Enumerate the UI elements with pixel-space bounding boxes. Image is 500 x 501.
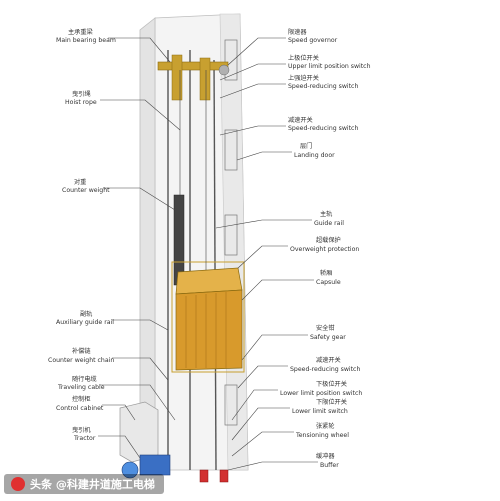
svg-text:Counter weight chain: Counter weight chain bbox=[48, 357, 114, 364]
labels-right: 限速器 Speed governor 上极位开关 Upper limit pos… bbox=[215, 28, 371, 471]
hoist-ropes bbox=[179, 70, 207, 270]
label-tensioning-wheel: 张紧轮 Tensioning wheel bbox=[231, 422, 349, 457]
label-overweight-protection: 超载保护 Overweight protection bbox=[237, 236, 359, 269]
toutiao-logo-icon bbox=[11, 477, 25, 491]
label-buffer: 缓冲器 Buffer bbox=[227, 452, 339, 471]
label-landing-door: 层门 Landing door bbox=[236, 142, 335, 161]
label-safety-gear: 安全钳 Safety gear bbox=[241, 324, 346, 361]
svg-text:Overweight protection: Overweight protection bbox=[290, 246, 359, 253]
svg-text:Control cabinet: Control cabinet bbox=[56, 405, 104, 412]
svg-text:减速开关: 减速开关 bbox=[316, 356, 341, 364]
label-auxiliary-guide-rail: 副轨 Auxiliary guide rail bbox=[56, 310, 169, 331]
label-counter-weight-chain: 补偿链 Counter weight chain bbox=[48, 347, 169, 381]
svg-text:上强迫开关: 上强迫开关 bbox=[288, 74, 319, 82]
control-cabinet bbox=[119, 401, 159, 463]
svg-text:Safety gear: Safety gear bbox=[310, 334, 346, 341]
svg-text:Auxiliary guide rail: Auxiliary guide rail bbox=[56, 319, 114, 326]
svg-text:限速器: 限速器 bbox=[288, 28, 307, 36]
svg-text:缓冲器: 缓冲器 bbox=[316, 452, 335, 460]
svg-text:张紧轮: 张紧轮 bbox=[316, 422, 335, 430]
label-counter-weight: 对重 Counter weight bbox=[62, 178, 176, 211]
svg-text:Speed governor: Speed governor bbox=[288, 37, 338, 44]
elevator-car bbox=[171, 261, 245, 373]
watermark: 头条 @科建井道施工电梯 bbox=[4, 474, 164, 494]
svg-text:安全钳: 安全钳 bbox=[316, 324, 335, 332]
elevator-shaft bbox=[139, 13, 249, 471]
svg-text:Lower limit switch: Lower limit switch bbox=[292, 408, 348, 415]
svg-text:曳引绳: 曳引绳 bbox=[72, 90, 91, 98]
svg-text:Capsule: Capsule bbox=[316, 279, 341, 286]
label-upper-limit-position-switch: 上极位开关 Upper limit position switch bbox=[219, 54, 371, 81]
label-main-bearing-beam: 主承重梁 Main bearing beam bbox=[56, 28, 171, 63]
label-lower-limit-switch: 下限位开关 Lower limit switch bbox=[231, 398, 348, 441]
svg-text:对重: 对重 bbox=[74, 178, 86, 186]
svg-text:Tractor: Tractor bbox=[73, 435, 96, 442]
landing-doors bbox=[224, 39, 238, 426]
svg-text:主轨: 主轨 bbox=[320, 210, 332, 218]
main-bearing-beam bbox=[157, 54, 230, 101]
label-speed-reducing-switch-2: 减速开关 Speed-reducing switch bbox=[219, 116, 358, 136]
svg-text:层门: 层门 bbox=[300, 142, 312, 150]
label-speed-reducing-switch-1: 上强迫开关 Speed-reducing switch bbox=[219, 74, 358, 99]
label-capsule: 轿厢 Capsule bbox=[241, 269, 341, 301]
svg-text:Guide rail: Guide rail bbox=[314, 220, 344, 227]
svg-text:超载保护: 超载保护 bbox=[316, 236, 341, 244]
labels-left: 主承重梁 Main bearing beam 曳引绳 Hoist rope 对重… bbox=[48, 28, 181, 459]
svg-text:下极位开关: 下极位开关 bbox=[316, 380, 347, 388]
svg-text:Landing door: Landing door bbox=[294, 152, 335, 159]
label-speed-governor: 限速器 Speed governor bbox=[227, 28, 338, 66]
svg-text:Speed-reducing switch: Speed-reducing switch bbox=[288, 125, 358, 132]
label-control-cabinet: 控制柜 Control cabinet bbox=[56, 395, 136, 421]
svg-text:Main bearing beam: Main bearing beam bbox=[56, 37, 116, 44]
svg-text:随行电缆: 随行电缆 bbox=[72, 375, 97, 383]
svg-text:Upper limit position switch: Upper limit position switch bbox=[288, 63, 371, 70]
svg-text:补偿链: 补偿链 bbox=[72, 347, 91, 355]
svg-text:头条 @科建井道施工电梯: 头条 @科建井道施工电梯 bbox=[30, 477, 155, 491]
label-guide-rail: 主轨 Guide rail bbox=[215, 210, 344, 229]
label-speed-reducing-switch-3: 减速开关 Speed-reducing switch bbox=[237, 356, 360, 389]
svg-text:Traveling cable: Traveling cable bbox=[57, 384, 105, 391]
svg-text:上极位开关: 上极位开关 bbox=[288, 54, 319, 62]
svg-text:控制柜: 控制柜 bbox=[72, 395, 91, 403]
svg-text:曳引机: 曳引机 bbox=[72, 426, 91, 434]
svg-text:Buffer: Buffer bbox=[320, 462, 339, 469]
svg-text:副轨: 副轨 bbox=[80, 310, 92, 318]
svg-text:Hoist rope: Hoist rope bbox=[65, 99, 97, 106]
svg-text:Speed-reducing switch: Speed-reducing switch bbox=[290, 366, 360, 373]
svg-text:减速开关: 减速开关 bbox=[288, 116, 313, 124]
svg-text:Speed-reducing switch: Speed-reducing switch bbox=[288, 83, 358, 90]
label-traveling-cable: 随行电缆 Traveling cable bbox=[57, 375, 176, 421]
svg-text:Counter weight: Counter weight bbox=[62, 187, 110, 194]
label-hoist-rope: 曳引绳 Hoist rope bbox=[65, 90, 181, 131]
label-tractor: 曳引机 Tractor bbox=[72, 426, 141, 459]
label-lower-limit-position-switch: 下极位开关 Lower limit position switch bbox=[231, 380, 362, 421]
svg-text:Tensioning wheel: Tensioning wheel bbox=[295, 432, 349, 439]
svg-text:Lower limit position switch: Lower limit position switch bbox=[280, 390, 362, 397]
tractor bbox=[121, 454, 229, 483]
svg-text:主承重梁: 主承重梁 bbox=[68, 28, 93, 36]
svg-text:轿厢: 轿厢 bbox=[320, 269, 332, 277]
svg-text:下限位开关: 下限位开关 bbox=[316, 398, 347, 406]
